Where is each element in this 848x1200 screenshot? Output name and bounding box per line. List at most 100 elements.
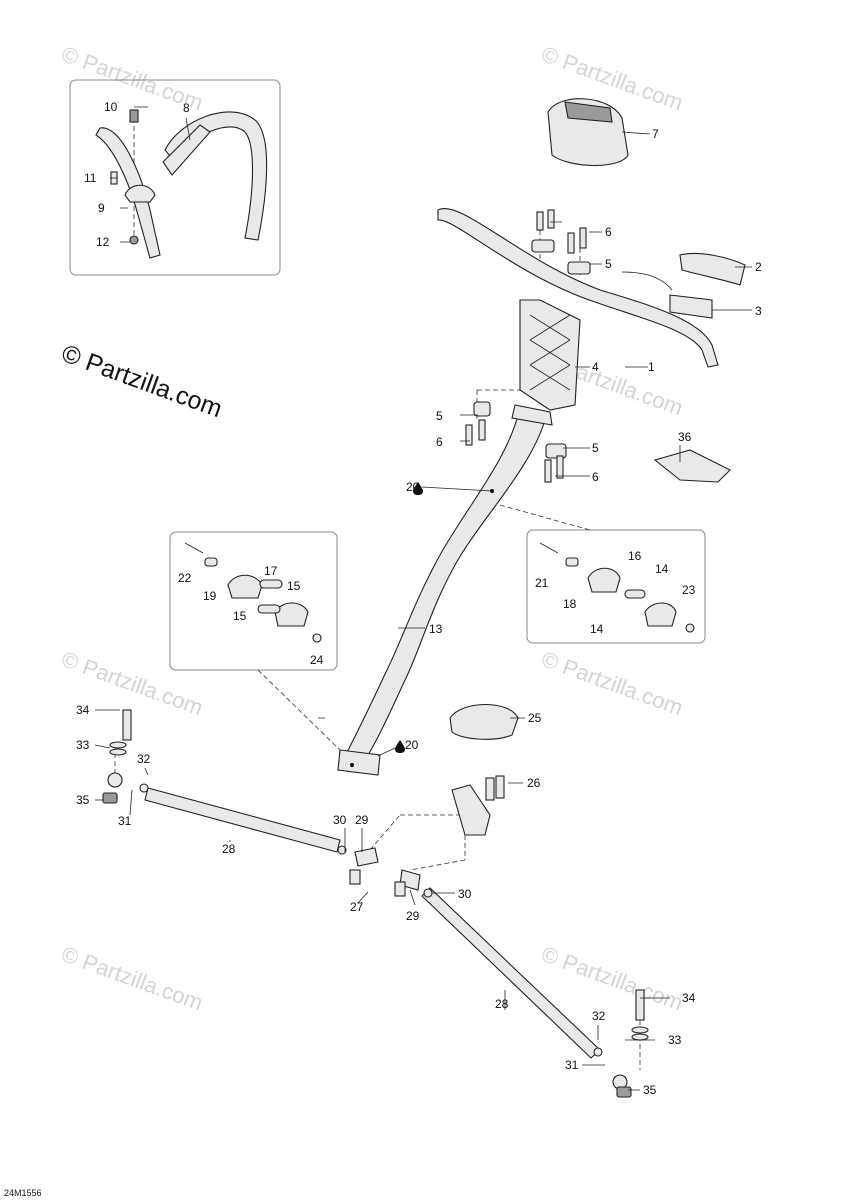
callout-15: 15 bbox=[287, 579, 301, 593]
pad-part bbox=[547, 98, 629, 167]
callout-13: 13 bbox=[429, 622, 443, 636]
leader-lines bbox=[94, 106, 752, 1091]
callout-29: 29 bbox=[406, 909, 420, 923]
part-clamp-5 bbox=[567, 261, 591, 275]
part-nut-32 bbox=[593, 1047, 603, 1057]
inset-box-right-clamp bbox=[526, 529, 706, 644]
callout-31: 31 bbox=[565, 1058, 579, 1072]
callout-14: 14 bbox=[590, 622, 604, 636]
callout-6: 6 bbox=[436, 435, 443, 449]
callout-6: 6 bbox=[605, 225, 612, 239]
tie-rod-parts bbox=[102, 709, 649, 1098]
callout-10: 10 bbox=[104, 100, 118, 114]
part-bracket-26 bbox=[451, 784, 491, 836]
callout-17: 17 bbox=[264, 564, 278, 578]
part-nut-35 bbox=[102, 792, 118, 804]
callout-11: 11 bbox=[84, 171, 97, 185]
callout-28: 28 bbox=[222, 842, 236, 856]
clamp-parts bbox=[465, 209, 591, 483]
assembly-line bbox=[257, 669, 341, 751]
part-handlebar-stub bbox=[95, 127, 161, 259]
part-clamp-14 bbox=[587, 567, 621, 593]
watermark-main: © Partzilla.com bbox=[58, 339, 226, 423]
callout-18: 18 bbox=[563, 597, 577, 611]
callout-28: 28 bbox=[495, 997, 509, 1011]
grease-drop-icon bbox=[413, 482, 423, 495]
part-bolt-26 bbox=[485, 777, 495, 801]
callout-35: 35 bbox=[643, 1083, 657, 1097]
part-nut-30 bbox=[337, 845, 347, 855]
part-bushing-27 bbox=[394, 881, 406, 897]
drawing-reference: 24M1556 bbox=[4, 1188, 42, 1198]
assembly-line bbox=[409, 859, 466, 871]
part-bolt-21 bbox=[539, 542, 559, 554]
part-bolt-6 bbox=[547, 209, 555, 229]
part-bolt-26 bbox=[495, 775, 505, 799]
part-insert-17 bbox=[257, 604, 281, 614]
part-cover-25 bbox=[449, 703, 519, 740]
part-column-top bbox=[511, 404, 553, 426]
callout-9: 9 bbox=[98, 201, 105, 215]
callout-31: 31 bbox=[118, 814, 132, 828]
part-tie-rod-28 bbox=[144, 787, 341, 853]
callout-36: 36 bbox=[678, 430, 692, 444]
part-grip-2 bbox=[679, 252, 746, 286]
riser-part bbox=[519, 299, 581, 411]
part-insert-17 bbox=[259, 579, 283, 589]
watermark-faint: © Partzilla.com bbox=[58, 941, 206, 1015]
inset-box-guard bbox=[69, 79, 281, 276]
grease-icons bbox=[395, 482, 423, 753]
part-bolt-22 bbox=[184, 542, 204, 554]
watermark-layer: © Partzilla.com © Partzilla.com © Partzi… bbox=[58, 41, 686, 1015]
part-bolt-34 bbox=[635, 989, 645, 1021]
watermark-faint: © Partzilla.com bbox=[538, 646, 686, 720]
callout-5: 5 bbox=[436, 409, 443, 423]
inset-boxes bbox=[69, 79, 706, 671]
part-bolt-34 bbox=[122, 709, 132, 741]
part-grip-3 bbox=[669, 294, 713, 319]
part-clamp-5 bbox=[531, 239, 555, 253]
callout-5: 5 bbox=[605, 257, 612, 271]
part-bushing-18 bbox=[565, 557, 579, 567]
part-bushing-27 bbox=[349, 869, 361, 885]
callout-27: 27 bbox=[350, 900, 364, 914]
misc-parts bbox=[449, 449, 731, 836]
part-nut-24 bbox=[312, 633, 322, 643]
part-clamp-14 bbox=[644, 602, 677, 627]
assembly-lines bbox=[114, 118, 641, 1070]
part-handlebar bbox=[437, 208, 719, 368]
part-nut-12 bbox=[129, 235, 139, 245]
grip-parts bbox=[621, 252, 746, 319]
part-nut-35 bbox=[616, 1086, 632, 1098]
part-bolt-6 bbox=[567, 232, 575, 254]
part-bolt-6 bbox=[478, 419, 486, 441]
grease-drop-icon bbox=[395, 740, 405, 753]
callout-32: 32 bbox=[592, 1009, 606, 1023]
callout-34: 34 bbox=[682, 991, 696, 1005]
part-washer-33 bbox=[109, 748, 127, 756]
callout-20: 20 bbox=[405, 738, 419, 752]
assembly-line bbox=[499, 504, 591, 531]
callout-14: 14 bbox=[655, 562, 669, 576]
callout-34: 34 bbox=[76, 703, 90, 717]
part-plate-36 bbox=[653, 449, 731, 483]
part-rod-end-29 bbox=[354, 847, 379, 867]
inset-box-left-clamp bbox=[169, 531, 338, 671]
callout-7: 7 bbox=[652, 127, 659, 141]
callout-8: 8 bbox=[183, 101, 190, 115]
part-bolt-6 bbox=[536, 211, 544, 231]
part-pad-top bbox=[564, 101, 613, 123]
handlebar-part bbox=[437, 208, 719, 368]
callout-1: 1 bbox=[648, 360, 655, 374]
callout-5: 5 bbox=[592, 441, 599, 455]
part-bolt-6 bbox=[579, 227, 587, 249]
guard-inset-parts bbox=[95, 109, 268, 259]
part-bushing-19 bbox=[204, 557, 218, 567]
callout-22: 22 bbox=[178, 571, 192, 585]
part-steering-column bbox=[342, 407, 546, 766]
callout-21: 21 bbox=[535, 576, 549, 590]
part-bolt-10 bbox=[129, 109, 139, 123]
column-part bbox=[337, 404, 553, 776]
callout-23: 23 bbox=[682, 583, 696, 597]
